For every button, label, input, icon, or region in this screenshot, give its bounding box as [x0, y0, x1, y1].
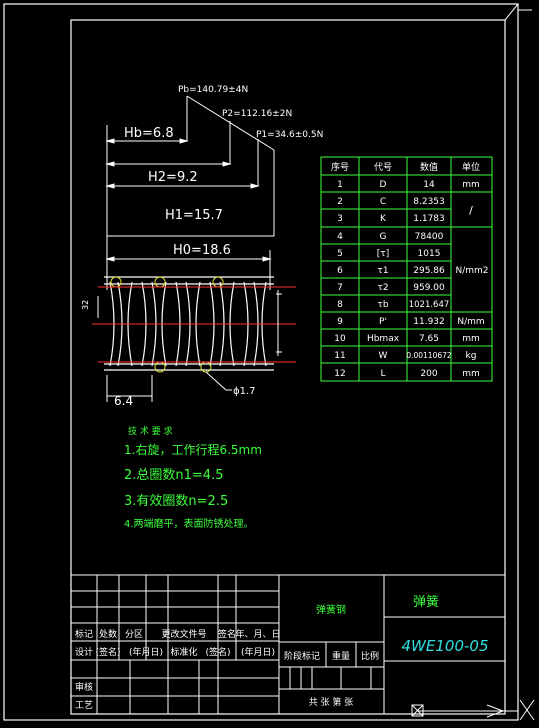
merged-unit-stress: N/mm2: [455, 266, 488, 276]
sheet-outer-border: [3, 3, 519, 721]
table-cell: G: [380, 232, 387, 242]
table-cell: 11: [334, 351, 345, 361]
rev-header: 处数: [99, 628, 117, 640]
table-cell: 1015: [418, 249, 441, 259]
table-cell: W: [379, 351, 388, 361]
rev-header: 分区: [125, 629, 143, 640]
requirements-title: 技 术 要 求: [128, 425, 173, 437]
requirement-item: 2.总圈数n1=4.5: [124, 468, 223, 483]
height-dimensions: [105, 138, 274, 262]
table-cell: 10: [334, 334, 346, 344]
table-cell: C: [380, 197, 386, 207]
drawing-frame: [70, 19, 506, 715]
table-cell: 0.00110672: [406, 351, 452, 360]
material-label: 弹簧钢: [316, 603, 346, 616]
table-cell: 200: [420, 369, 437, 379]
design-row-cell: 标准化: [170, 646, 197, 658]
technical-requirements: 技 术 要 求 1.右旋，工作行程6.5mm 2.总圈数n1=4.5 3.有效圈…: [124, 425, 262, 530]
table-cell: 12: [334, 369, 345, 379]
merged-unit-slash: /: [469, 204, 473, 217]
table-cell: 7: [337, 283, 343, 293]
spring-coils: [104, 276, 274, 371]
table-cell: 8: [337, 300, 343, 310]
sheet-info: 共 张 第 张: [309, 696, 354, 708]
table-cell: 1: [337, 180, 343, 190]
table-cell: 295.86: [413, 266, 445, 276]
table-cell: 14: [423, 180, 435, 190]
table-cell: P': [379, 317, 387, 327]
table-cell: kg: [466, 351, 477, 361]
table-cell: τ1: [377, 266, 388, 276]
table-cell: Hbmax: [367, 334, 400, 344]
table-cell: L: [380, 369, 385, 379]
table-cell: 78400: [415, 232, 444, 242]
force-p2-label: P2=112.16±2N: [222, 109, 292, 119]
table-cell: 8.2353: [413, 197, 445, 207]
rev-header: 标记: [75, 628, 93, 640]
table-cell: N/mm: [457, 317, 484, 327]
table-header: 数值: [420, 161, 438, 173]
part-name: 弹簧: [413, 594, 439, 610]
design-row-cell: (年月日): [241, 646, 275, 658]
side-dimensions: [97, 290, 282, 402]
drawing-number: 4WE100-05: [402, 637, 489, 655]
requirement-item: 3.有效圈数n=2.5: [124, 494, 228, 509]
dim-outer-dia: 32: [81, 300, 90, 310]
table-cell: 959.00: [413, 283, 445, 293]
rev-header: 年、月、日: [235, 628, 280, 640]
ucs-axis-icon: [411, 610, 535, 721]
dim-pitch: 6.4: [114, 394, 133, 408]
table-cell: mm: [462, 180, 480, 190]
center-lines: [92, 286, 296, 363]
table-cell: 5: [337, 249, 343, 259]
dim-wire-dia: ϕ1.7: [233, 386, 256, 397]
force-pb-label: Pb=140.79±4N: [178, 85, 248, 95]
rev-header: 签名: [218, 628, 236, 640]
table-cell: D: [380, 180, 387, 190]
stage-header: 重量: [332, 650, 350, 662]
process-row-label: 工艺: [75, 700, 93, 711]
table-cell: 1021.647: [409, 300, 450, 310]
table-header: 代号: [374, 162, 392, 173]
table-cell: 1.1783: [413, 214, 445, 224]
table-cell: 6: [337, 266, 343, 276]
table-header: 序号: [331, 161, 349, 173]
table-cell: 9: [337, 317, 343, 327]
table-cell: 7.65: [419, 334, 439, 344]
table-cell: τ2: [377, 283, 388, 293]
requirement-item: 1.右旋，工作行程6.5mm: [124, 442, 262, 457]
table-cell: τb: [377, 300, 388, 310]
design-row-cell: (签名): [95, 646, 120, 658]
table-cell: 2: [337, 197, 343, 207]
title-block: 弹簧钢 弹簧 4WE100-05 标记 处数 分区 更改文件号 签名 年、月、日…: [70, 574, 506, 715]
table-cell: 3: [337, 214, 343, 224]
dim-h0: H0=18.6: [173, 243, 231, 258]
table-cell: K: [380, 214, 387, 224]
table-cell: 4: [337, 232, 343, 242]
table-cell: mm: [462, 334, 480, 344]
stage-header: 比例: [361, 650, 379, 662]
dim-h1: H1=15.7: [165, 208, 223, 223]
dim-h2: H2=9.2: [148, 170, 198, 185]
spring-drawing: Pb=140.79±4N P2=112.16±2N P1=34.6±0.5N H…: [81, 85, 323, 408]
table-cell: 11.932: [413, 317, 445, 327]
design-row-cell: (签名): [205, 646, 230, 658]
design-row-cell: (年月日): [129, 646, 163, 658]
check-row-label: 审核: [75, 681, 93, 693]
design-row-cell: 设计: [75, 646, 93, 658]
table-header: 单位: [462, 161, 480, 173]
force-p1-label: P1=34.6±0.5N: [256, 130, 323, 140]
crop-line: [504, 3, 519, 21]
params-table: 序号 代号 数值 单位 1 D 14 mm 2 C 8.2353 3 K 1.1…: [320, 156, 493, 382]
dim-hb: Hb=6.8: [124, 126, 174, 141]
table-cell: [τ]: [377, 249, 389, 259]
rev-header: 更改文件号: [161, 628, 206, 640]
stage-header: 阶段标记: [284, 650, 320, 662]
requirement-item: 4.两端磨平，表面防锈处理。: [124, 517, 254, 530]
table-cell: mm: [462, 369, 480, 379]
force-diagram: [106, 95, 275, 290]
